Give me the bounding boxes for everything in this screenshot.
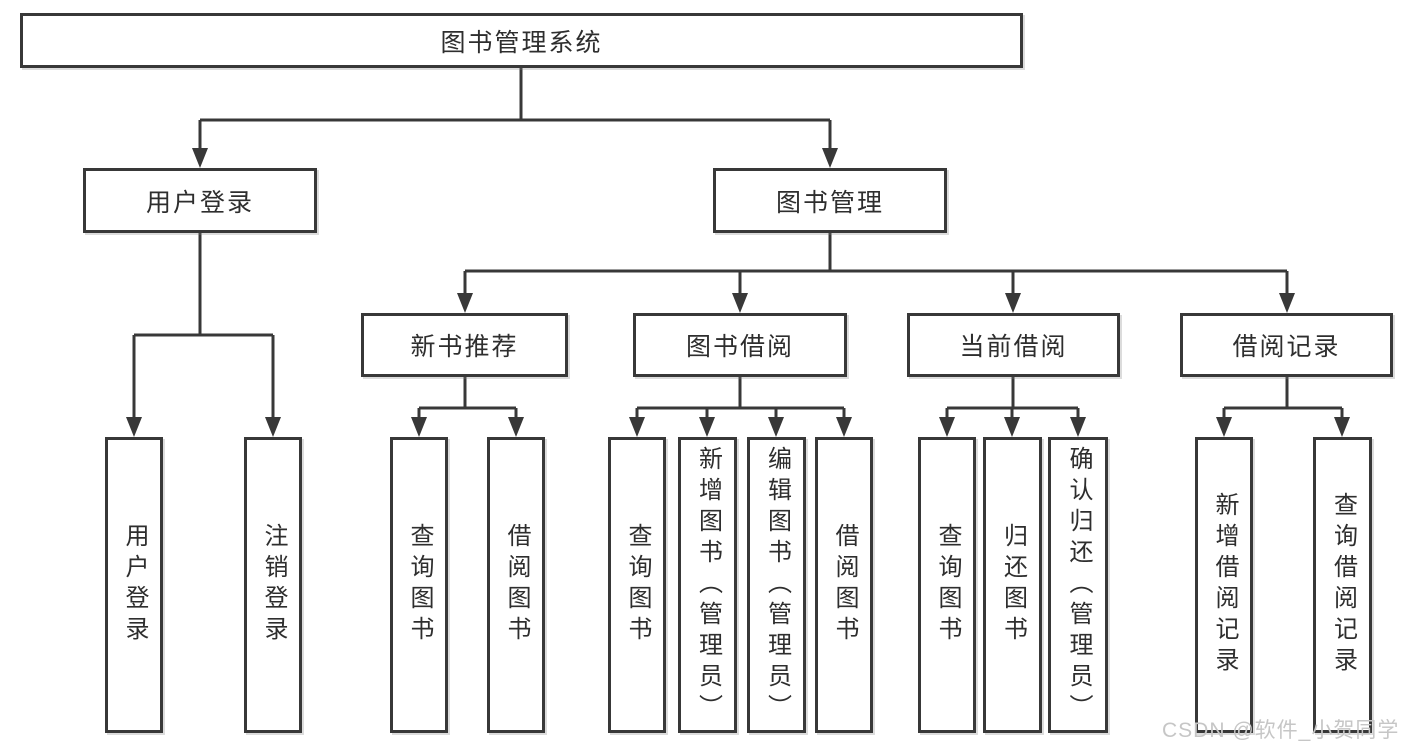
connector-root-to-level2 [198, 68, 832, 150]
node-book-management: 图书管理 [713, 168, 947, 233]
connector-book-borrow-to-children [635, 377, 846, 419]
node-current-borrow: 当前借阅 [907, 313, 1120, 377]
leaf-edit-book-admin: 编辑图书（管理员） [747, 437, 806, 733]
csdn-watermark: CSDN @软件_小贺同学 [1162, 719, 1400, 742]
node-root: 图书管理系统 [20, 13, 1023, 68]
leaf-borrow-books: 借阅图书 [815, 437, 873, 733]
leaf-query-books-recommend: 查询图书 [390, 437, 448, 733]
leaf-user-login: 用户登录 [105, 437, 163, 733]
node-book-borrow: 图书借阅 [633, 313, 847, 377]
leaf-confirm-return-admin: 确认归还（管理员） [1048, 437, 1108, 733]
node-new-book-recommend: 新书推荐 [361, 313, 568, 377]
connector-new-book-to-children [417, 377, 518, 419]
leaf-add-book-admin: 新增图书（管理员） [678, 437, 737, 733]
leaf-borrow-books-recommend: 借阅图书 [487, 437, 545, 733]
leaf-query-books-current: 查询图书 [918, 437, 976, 733]
node-borrow-records: 借阅记录 [1180, 313, 1393, 377]
connector-current-borrow-to-children [945, 377, 1080, 419]
connector-user-login-to-children [132, 233, 275, 419]
leaf-return-books: 归还图书 [983, 437, 1042, 733]
leaf-add-borrow-record: 新增借阅记录 [1195, 437, 1253, 733]
leaf-logout: 注销登录 [244, 437, 302, 733]
node-user-login: 用户登录 [83, 168, 317, 233]
arrowheads [126, 148, 1350, 437]
leaf-query-borrow-record: 查询借阅记录 [1313, 437, 1372, 733]
connector-book-mgmt-to-level3 [463, 233, 1289, 295]
leaf-query-books-borrow: 查询图书 [608, 437, 666, 733]
connector-records-to-children [1222, 377, 1344, 419]
